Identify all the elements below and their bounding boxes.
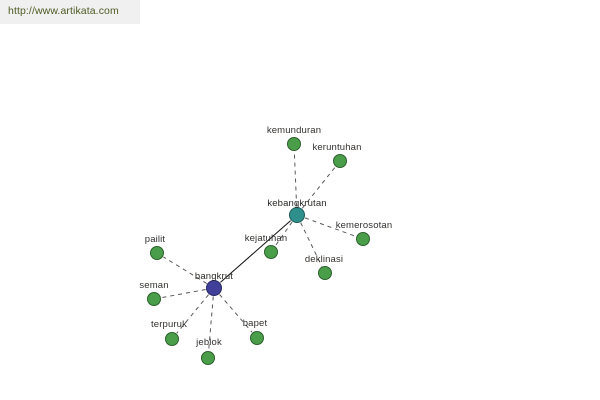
graph-node-hit-kemerosotan[interactable]	[355, 231, 371, 247]
graph-node-label-pailit[interactable]: pailit	[144, 234, 166, 245]
graph-node-hit-pailit[interactable]	[149, 245, 165, 261]
graph-node-hit-bapet[interactable]	[249, 330, 265, 346]
graph-node-hit-kejatuhan[interactable]	[263, 244, 279, 260]
graph-edge	[274, 221, 293, 247]
graph-node-terpuruk[interactable]	[165, 332, 179, 346]
graph-node-label-bapet[interactable]: bapet	[242, 318, 268, 329]
graph-node-bapet[interactable]	[250, 331, 264, 345]
graph-edge	[208, 296, 214, 351]
graph-edge	[300, 222, 323, 267]
graph-node-hit-bangkrut[interactable]	[206, 280, 222, 296]
graph-edge	[219, 294, 253, 333]
graph-node-label-deklinasi[interactable]: deklinasi	[304, 254, 344, 265]
graph-node-kebangkrutan[interactable]	[289, 207, 305, 223]
graph-node-label-kebangkrutan[interactable]: kebangkrutan	[267, 198, 327, 209]
graph-node-label-keruntuhan[interactable]: keruntuhan	[312, 142, 362, 153]
graph-edge	[220, 220, 291, 283]
graph-node-label-kejatuhan[interactable]: kejatuhan	[244, 233, 288, 244]
graph-node-kemunduran[interactable]	[287, 137, 301, 151]
graph-node-label-seman[interactable]: seman	[139, 280, 169, 291]
graph-node-hit-jeblok[interactable]	[200, 350, 216, 366]
graph-edge	[301, 166, 336, 209]
graph-edge	[293, 151, 298, 207]
graph-node-hit-deklinasi[interactable]	[317, 265, 333, 281]
graph-node-seman[interactable]	[147, 292, 161, 306]
graph-edge	[176, 294, 209, 334]
graph-node-keruntuhan[interactable]	[333, 154, 347, 168]
graph-node-label-terpuruk[interactable]: terpuruk	[150, 319, 188, 330]
edge-layer	[161, 151, 357, 351]
graph-node-label-kemerosotan[interactable]: kemerosotan	[335, 220, 393, 231]
graph-edge	[304, 217, 357, 237]
graph-node-hit-kemunduran[interactable]	[286, 136, 302, 152]
graph-node-label-jeblok[interactable]: jeblok	[196, 337, 222, 348]
graph-edge	[163, 256, 208, 284]
graph-node-pailit[interactable]	[150, 246, 164, 260]
graph-node-label-bangkrut[interactable]: bangkrut	[194, 271, 234, 282]
graph-node-hit-kebangkrutan[interactable]	[289, 207, 305, 223]
url-text[interactable]: http://www.artikata.com	[8, 5, 119, 17]
graph-node-hit-seman[interactable]	[146, 291, 162, 307]
graph-node-bangkrut[interactable]	[206, 280, 222, 296]
graph-node-kemerosotan[interactable]	[356, 232, 370, 246]
graph-node-deklinasi[interactable]	[318, 266, 332, 280]
graph-node-hit-keruntuhan[interactable]	[332, 153, 348, 169]
url-bar[interactable]: http://www.artikata.com	[0, 0, 140, 24]
graph-node-hit-terpuruk[interactable]	[164, 331, 180, 347]
graph-node-jeblok[interactable]	[201, 351, 215, 365]
graph-node-kejatuhan[interactable]	[264, 245, 278, 259]
node-layer	[147, 137, 370, 365]
graph-node-label-kemunduran[interactable]: kemunduran	[266, 125, 322, 136]
